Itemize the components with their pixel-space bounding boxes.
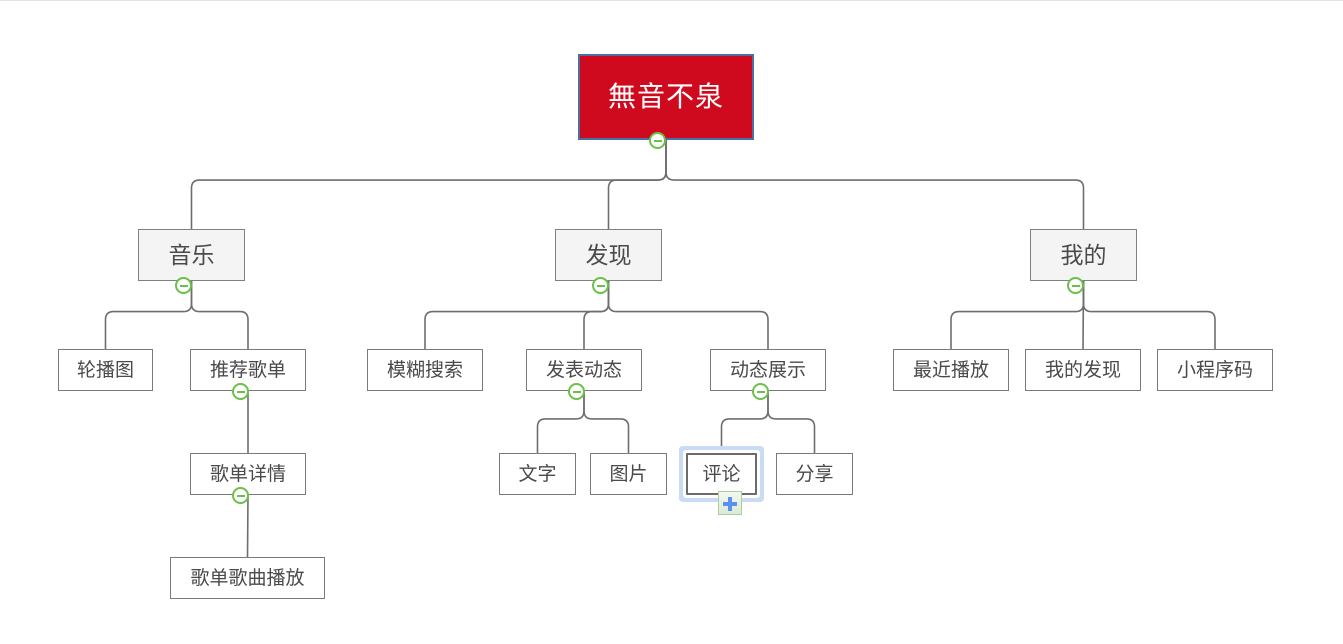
node-image[interactable]: 图片: [590, 453, 667, 495]
node-label: 小程序码: [1176, 359, 1253, 381]
edge-discover-to-feed: [607, 281, 769, 349]
node-label: 分享: [795, 463, 834, 485]
node-text[interactable]: 文字: [499, 453, 576, 495]
node-discover[interactable]: 发现: [555, 229, 662, 281]
node-mine[interactable]: 我的: [1030, 229, 1137, 281]
node-recent[interactable]: 最近播放: [893, 349, 1009, 391]
edge-root-to-discover: [607, 140, 667, 229]
collapse-toggle-root[interactable]: [649, 132, 666, 149]
node-label: 文字: [518, 463, 557, 485]
node-label: 发表动态: [545, 359, 622, 381]
add-child-button[interactable]: [718, 491, 742, 515]
node-list-det[interactable]: 歌单详情: [190, 453, 306, 495]
node-label: 发现: [585, 241, 632, 268]
edge-mine-to-recent: [950, 281, 1085, 349]
node-label: 动态展示: [729, 359, 806, 381]
node-label: 轮播图: [76, 359, 134, 381]
edge-feed-to-share: [767, 391, 816, 453]
node-music[interactable]: 音乐: [138, 229, 245, 281]
edge-mine-to-my-disc: [1082, 280, 1085, 350]
collapse-toggle-feed[interactable]: [752, 383, 769, 400]
node-share[interactable]: 分享: [776, 453, 853, 495]
collapse-toggle-list-det[interactable]: [232, 487, 249, 504]
node-rec-list[interactable]: 推荐歌单: [190, 349, 306, 391]
node-label: 最近播放: [912, 359, 989, 381]
node-play[interactable]: 歌单歌曲播放: [170, 557, 325, 599]
node-label: 音乐: [168, 241, 215, 268]
collapse-toggle-post[interactable]: [568, 383, 585, 400]
collapse-toggle-music[interactable]: [175, 277, 192, 294]
node-search[interactable]: 模糊搜索: [367, 349, 483, 391]
node-label: 我的: [1060, 241, 1107, 268]
node-miniqr[interactable]: 小程序码: [1157, 349, 1273, 391]
node-feed[interactable]: 动态展示: [710, 349, 826, 391]
node-my-disc[interactable]: 我的发现: [1025, 349, 1141, 391]
node-carousel[interactable]: 轮播图: [58, 349, 153, 391]
edge-root-to-music: [190, 140, 667, 229]
node-label: 歌单详情: [209, 463, 286, 485]
edge-post-to-image: [583, 391, 630, 453]
edge-post-to-text: [536, 391, 585, 453]
node-comment[interactable]: 评论: [686, 453, 757, 495]
node-label: 推荐歌单: [209, 359, 286, 381]
node-label: 图片: [609, 463, 648, 485]
node-label: 评论: [702, 463, 741, 485]
node-label: 我的发现: [1044, 359, 1121, 381]
node-post[interactable]: 发表动态: [526, 349, 642, 391]
collapse-toggle-mine[interactable]: [1067, 277, 1084, 294]
node-label: 歌单歌曲播放: [190, 567, 305, 589]
edge-list-det-to-play: [246, 494, 249, 558]
collapse-toggle-rec-list[interactable]: [232, 383, 249, 400]
node-root[interactable]: 無音不泉: [578, 54, 754, 140]
edge-discover-to-search: [424, 281, 610, 349]
node-label: 無音不泉: [607, 81, 724, 112]
edge-music-to-rec-list: [190, 281, 249, 349]
collapse-toggle-discover[interactable]: [592, 277, 609, 294]
edge-mine-to-miniqr: [1082, 281, 1216, 349]
edge-feed-to-comment: [720, 391, 769, 453]
node-label: 模糊搜索: [386, 359, 463, 381]
edge-root-to-mine: [665, 140, 1085, 229]
